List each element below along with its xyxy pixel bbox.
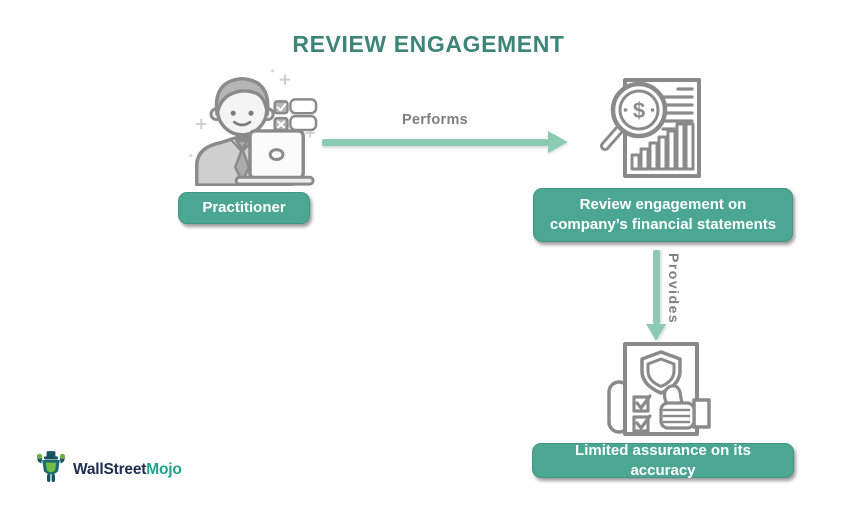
edge-label-performs: Performs <box>401 112 469 128</box>
provides-arrow-head-icon <box>646 324 666 341</box>
performs-arrow-shaft <box>322 139 548 146</box>
page-title: REVIEW ENGAGEMENT <box>292 31 565 57</box>
brand-logo: WallStreetMojo <box>36 450 182 489</box>
practitioner-at-laptop-icon <box>181 64 319 187</box>
edge-label-provides: Provides <box>666 253 682 325</box>
wallstreetmojo-bull-icon <box>36 450 66 489</box>
brand-secondary-text: Mojo <box>146 460 182 478</box>
assurance-document-icon <box>601 340 713 442</box>
brand-wordmark: WallStreetMojo <box>73 461 182 479</box>
svg-text:$: $ <box>633 98 645 123</box>
performs-arrow-head-icon <box>548 131 568 153</box>
brand-primary-text: WallStreet <box>73 460 147 478</box>
provides-arrow-shaft <box>653 250 660 324</box>
node-review-engagement: Review engagement on company’s financial… <box>533 188 793 242</box>
financial-statements-magnifier-icon: $ <box>599 76 711 182</box>
node-practitioner: Practitioner <box>178 192 310 224</box>
node-limited-assurance: Limited assurance on its accuracy <box>532 442 794 479</box>
